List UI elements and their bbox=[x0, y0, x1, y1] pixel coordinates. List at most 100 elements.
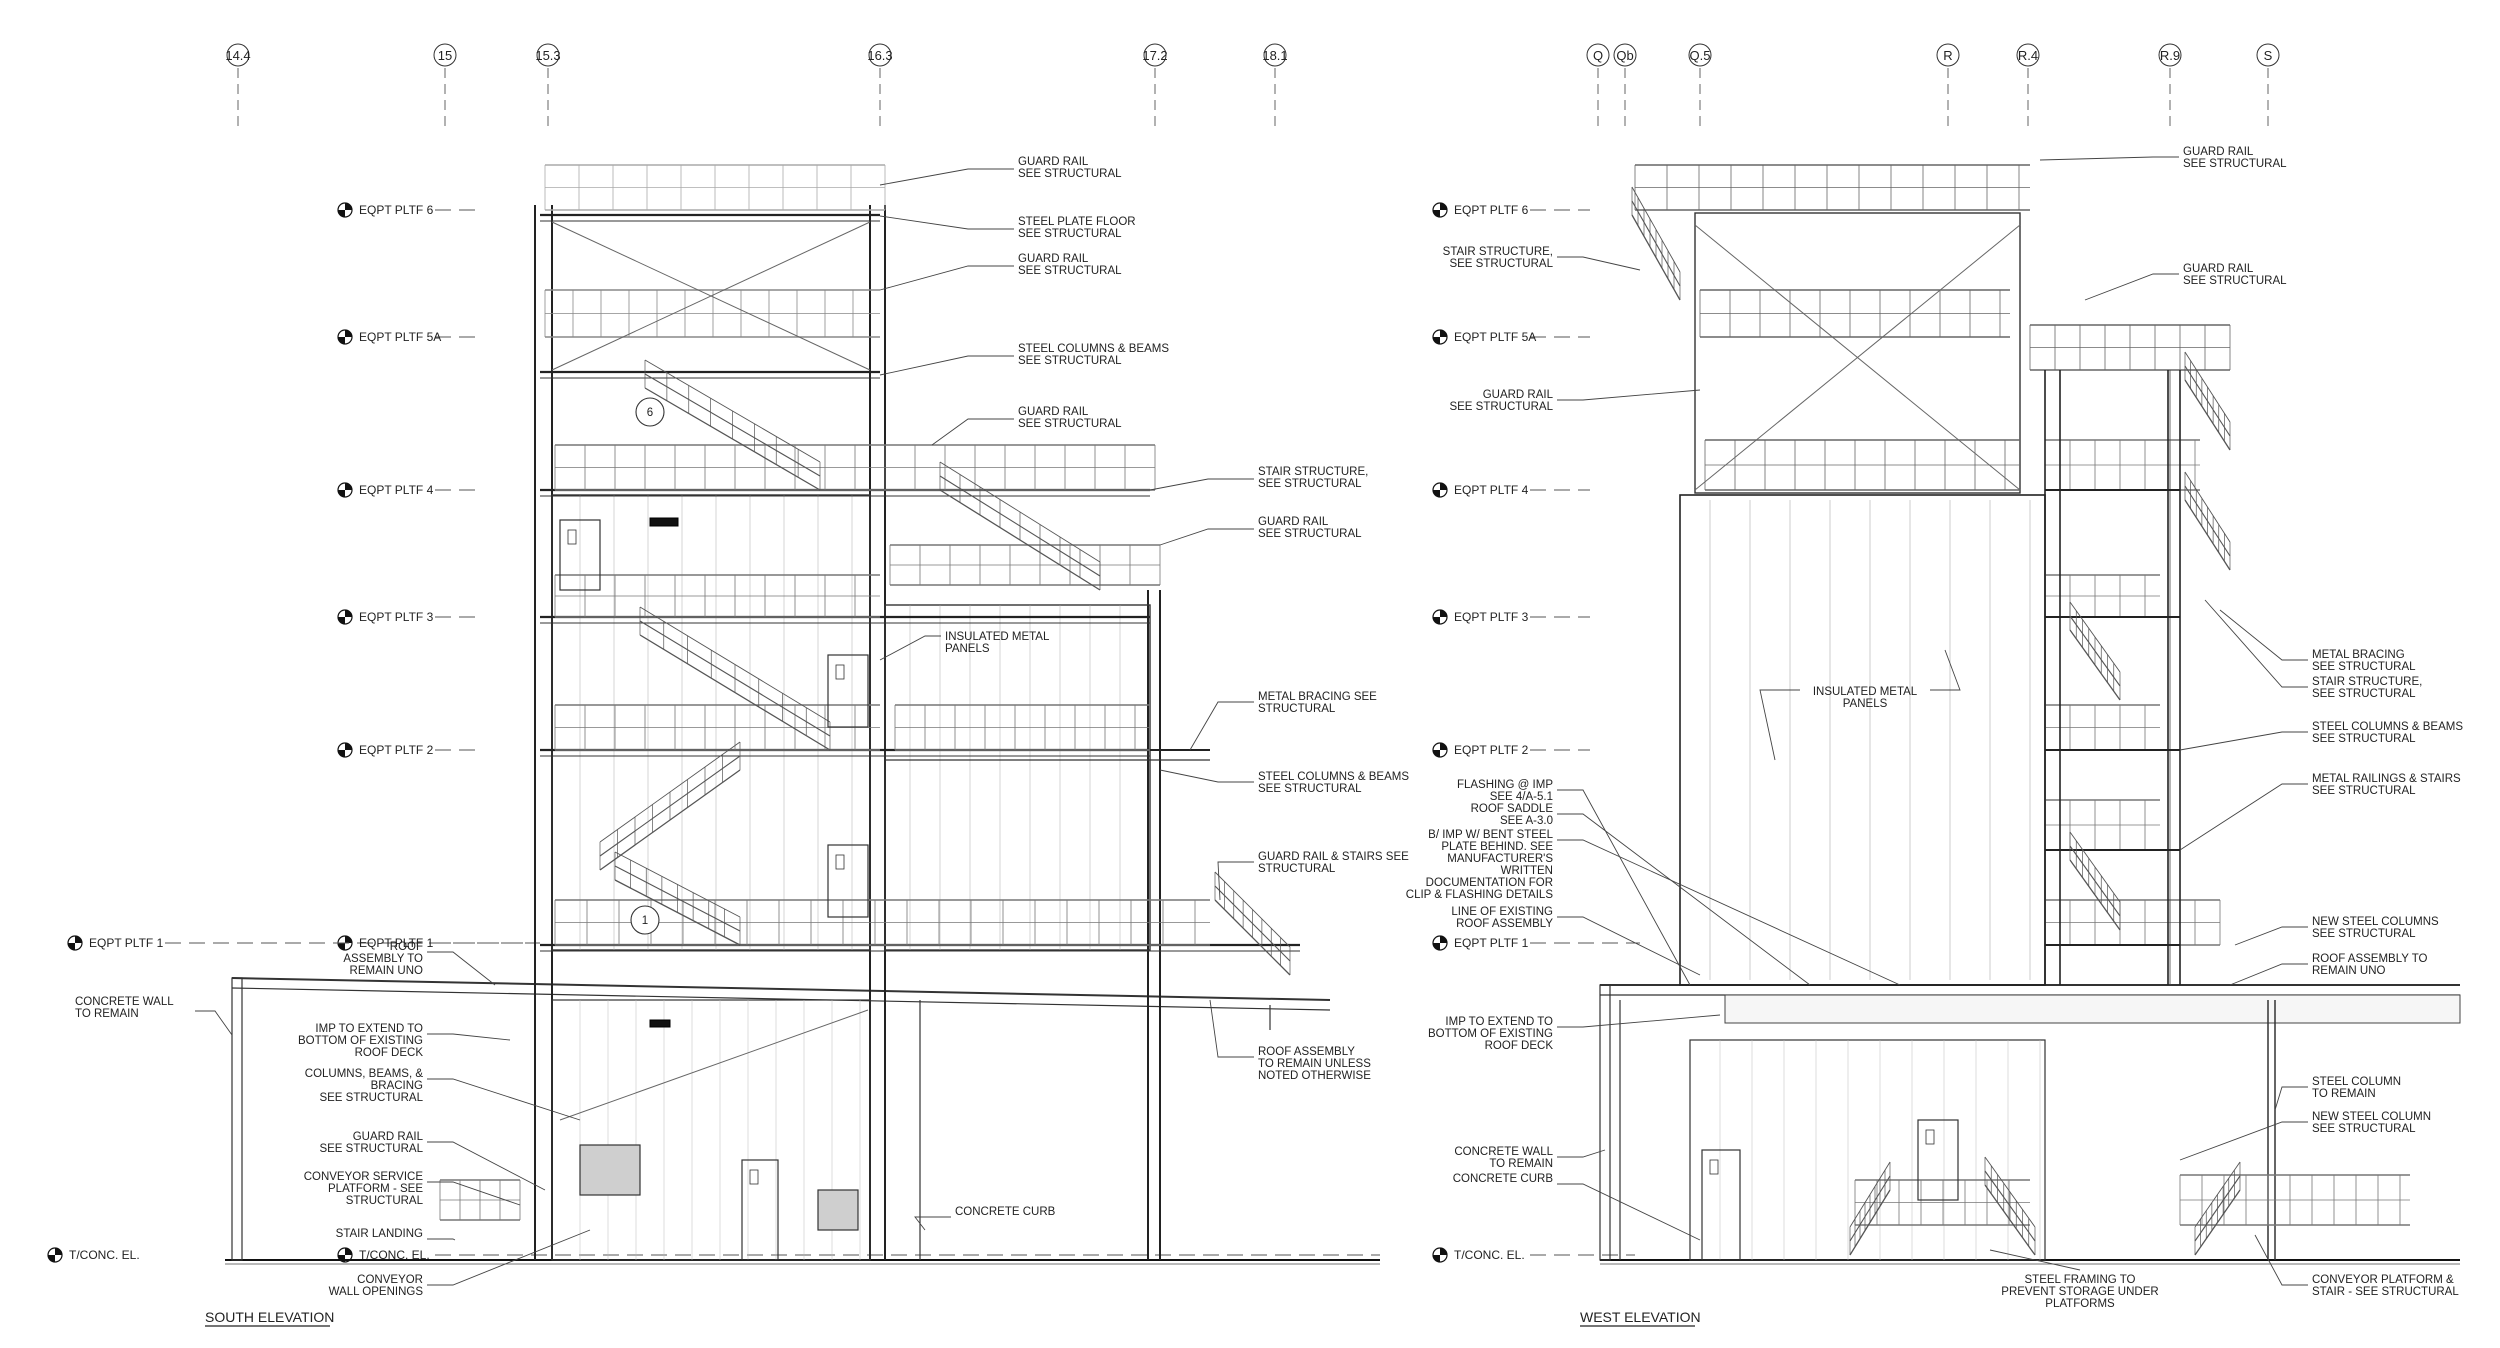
level-eqpt-pltf-5a-fill bbox=[338, 330, 352, 344]
west-level-t-conc-el--label: T/CONC. EL. bbox=[1454, 1248, 1525, 1262]
door bbox=[827, 654, 869, 728]
west-note-leader bbox=[1759, 689, 1800, 761]
west-level-eqpt-pltf-3-fill bbox=[1433, 610, 1447, 624]
grid-bubble-Q-5-label: Q.5 bbox=[1690, 48, 1711, 63]
west-level-eqpt-pltf-3-label: EQPT PLTF 3 bbox=[1454, 610, 1529, 624]
level-tconc-left-label: T/CONC. EL. bbox=[69, 1248, 140, 1262]
south-note-leader bbox=[879, 215, 1014, 230]
existing-roof bbox=[231, 977, 1331, 1001]
west-note-leader bbox=[1557, 839, 1901, 986]
grid-bubble-R-9-label: R.9 bbox=[2160, 48, 2180, 63]
grid-bubble-Qb bbox=[1613, 43, 1637, 67]
lower-panel-wall bbox=[551, 999, 871, 1261]
west-note-leader bbox=[2204, 599, 2308, 688]
level-eqpt-pltf-3-fill bbox=[338, 610, 352, 624]
south-note-leader bbox=[879, 355, 1014, 376]
door-vision-panel bbox=[567, 529, 577, 545]
south-note-leader bbox=[931, 418, 1014, 446]
grid-bubble-15 bbox=[433, 43, 457, 67]
grid-bubble-R-label: R bbox=[1943, 48, 1952, 63]
west-note-leader bbox=[1557, 789, 1691, 986]
west-note: CONCRETE CURB bbox=[1453, 1173, 1554, 1185]
south-note-leader bbox=[1189, 701, 1254, 751]
door bbox=[1917, 1119, 1959, 1201]
west-note: STAIR STRUCTURE,SEE STRUCTURAL bbox=[1443, 246, 1554, 270]
level-eqpt-pltf-6-fill bbox=[338, 203, 352, 217]
south-note-leader bbox=[427, 1229, 591, 1286]
west-note-leader bbox=[1557, 1149, 1606, 1158]
west-level-eqpt-pltf-4-fill bbox=[1433, 483, 1447, 497]
west-note-leader bbox=[2084, 273, 2179, 301]
grid-bubble-S-label: S bbox=[2264, 48, 2273, 63]
south-note-leader bbox=[427, 1238, 456, 1241]
west-note-leader bbox=[2179, 1121, 2308, 1161]
west-level-eqpt-pltf-2-label: EQPT PLTF 2 bbox=[1454, 743, 1529, 757]
west-level-eqpt-pltf-2-fill bbox=[1433, 743, 1447, 757]
south-note-leader bbox=[195, 1010, 233, 1036]
south-note-leader bbox=[427, 1078, 581, 1121]
west-note: STAIR STRUCTURE,SEE STRUCTURAL bbox=[2312, 676, 2422, 700]
grid-bubble-15-label: 15 bbox=[438, 48, 452, 63]
grid-bubble-17-2-label: 17.2 bbox=[1142, 48, 1167, 63]
grid-bubble-16-3-label: 16.3 bbox=[867, 48, 892, 63]
stair-level-marker-6 bbox=[635, 397, 665, 427]
level-t-conc-el--fill bbox=[338, 1248, 352, 1262]
door-vision-panel bbox=[835, 854, 845, 870]
door-vision-panel bbox=[1925, 1129, 1935, 1145]
door-vision-panel bbox=[835, 664, 845, 680]
level-tconc-left-fill bbox=[48, 1248, 62, 1262]
south-note: STAIR STRUCTURE,SEE STRUCTURAL bbox=[1258, 466, 1368, 490]
level-t-conc-el--label: T/CONC. EL. bbox=[359, 1248, 430, 1262]
door bbox=[827, 844, 869, 918]
x-bracing bbox=[1694, 224, 2021, 491]
west-note-leader bbox=[1557, 256, 1641, 271]
door bbox=[559, 519, 601, 591]
south-note-leader bbox=[1159, 528, 1254, 546]
south-note-leader bbox=[427, 1033, 511, 1041]
south-note-leader bbox=[1159, 769, 1254, 783]
door bbox=[1701, 1149, 1741, 1261]
west-note-leader bbox=[2039, 156, 2179, 161]
south-note-leader bbox=[879, 265, 1014, 291]
west-level-eqpt-pltf-6-label: EQPT PLTF 6 bbox=[1454, 203, 1529, 217]
door-vision-panel bbox=[1709, 1159, 1719, 1175]
conveyor-wall-opening bbox=[817, 1189, 859, 1231]
level-eqpt-pltf-2-fill bbox=[338, 743, 352, 757]
west-elevation-title: WEST ELEVATION bbox=[1580, 1309, 1701, 1325]
west-level-eqpt-pltf-5a-label: EQPT PLTF 5A bbox=[1454, 330, 1536, 344]
west-note-leader bbox=[1989, 1249, 2081, 1271]
knee-bracing bbox=[559, 1009, 869, 1121]
west-note-leader bbox=[2219, 609, 2308, 661]
grid-bubble-14-4 bbox=[226, 43, 250, 67]
grid-bubble-15-3 bbox=[536, 43, 560, 67]
upper-steel-frame bbox=[1694, 212, 2021, 494]
south-note-leader bbox=[427, 1181, 521, 1206]
west-note-leader bbox=[1557, 813, 1811, 986]
west-note-leader bbox=[2254, 1234, 2308, 1286]
door-vision-panel bbox=[749, 1169, 759, 1185]
west-note-leader bbox=[1557, 916, 1701, 976]
west-note-leader bbox=[1557, 1183, 1701, 1241]
